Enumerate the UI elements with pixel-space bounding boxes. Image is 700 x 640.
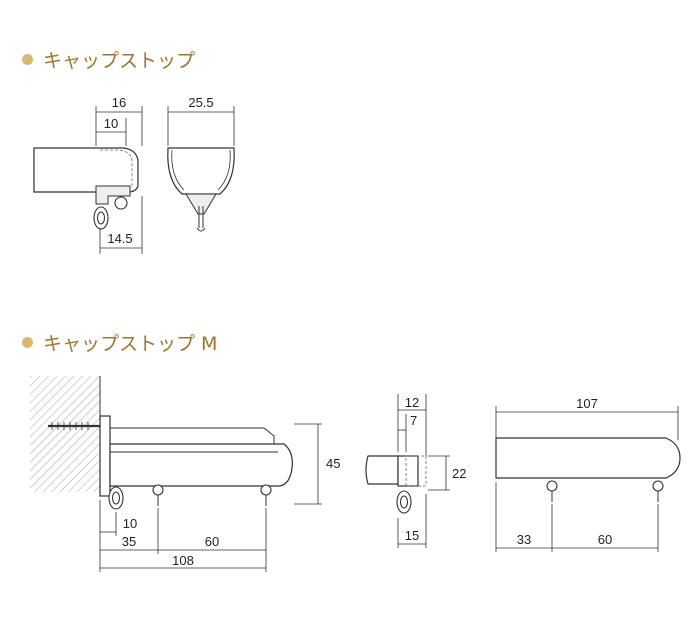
dim-7-label: 7 [410, 413, 417, 428]
cap-stop-m-side-view: 45 10 35 60 108 [30, 376, 340, 572]
section-title-cap-stop: キャップストップ [22, 46, 195, 73]
dim-14-5-label: 14.5 [107, 231, 132, 246]
dim-25-5-label: 25.5 [188, 95, 213, 110]
bullet-icon [22, 337, 33, 348]
section-title-text: キャップストップ M [43, 333, 218, 355]
dim-22-label: 22 [452, 466, 466, 481]
bullet-icon [22, 54, 33, 65]
dim-107-label: 107 [576, 396, 598, 411]
dim-33-label: 33 [517, 532, 531, 547]
dim-10-label: 10 [123, 516, 137, 531]
dim-12-label: 12 [405, 395, 419, 410]
cap-stop-m-front-view: 107 33 60 [495, 396, 681, 552]
dim-15-label: 15 [405, 528, 419, 543]
dim-16-label: 16 [112, 95, 126, 110]
cap-stop-end-view: 25.5 [167, 95, 235, 232]
dim-45-label: 45 [326, 456, 340, 471]
dim-35-label: 35 [122, 534, 136, 549]
dim-108-label: 108 [172, 553, 194, 568]
cap-stop-m-end-view: 12 7 22 15 [365, 394, 466, 548]
section-title-cap-stop-m: キャップストップ M [22, 329, 217, 356]
dim-60-label: 60 [205, 534, 219, 549]
section-title-text: キャップストップ [43, 50, 196, 72]
dim-60-label: 60 [598, 532, 612, 547]
dim-10-label: 10 [104, 116, 118, 131]
cap-stop-side-view: 16 10 14.5 [33, 95, 143, 254]
